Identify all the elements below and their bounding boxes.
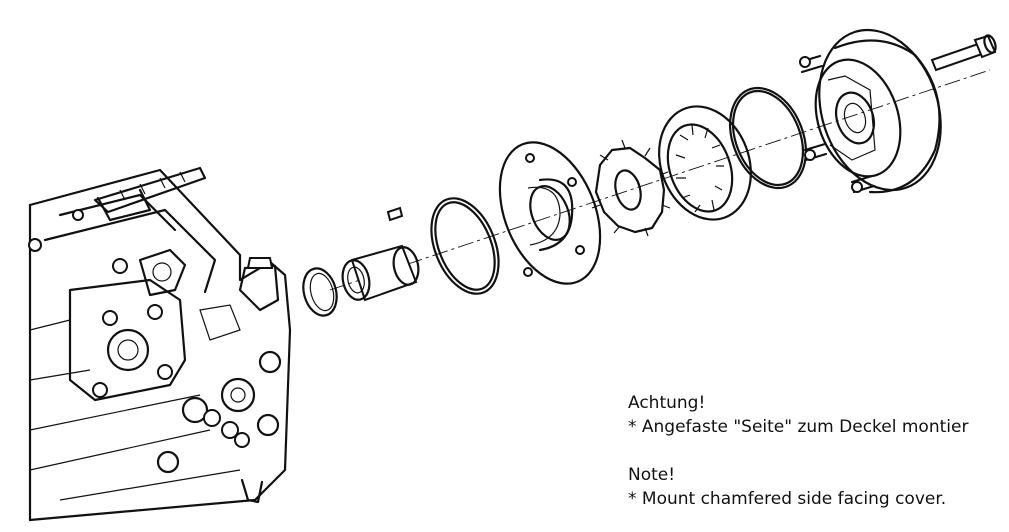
warning-heading: Achtung! — [628, 393, 706, 413]
note-heading: Note! — [628, 465, 676, 485]
assembly-center-line — [329, 69, 991, 291]
o-ring — [430, 197, 500, 295]
cap-screw — [930, 34, 997, 72]
snap-ring — [302, 267, 338, 317]
pump-housing — [28, 166, 292, 522]
spur-gear — [591, 139, 671, 237]
note-text: * Mount chamfered side facing cover. — [628, 489, 947, 509]
o-ring-2 — [729, 86, 807, 190]
internal-gear-ring — [658, 105, 752, 221]
bushing-sleeve — [341, 244, 420, 302]
key — [386, 206, 404, 222]
flange-plate — [498, 141, 602, 285]
warning-text: * Angefaste "Seite" zum Deckel montier — [628, 417, 969, 437]
pump-cover — [798, 28, 942, 194]
